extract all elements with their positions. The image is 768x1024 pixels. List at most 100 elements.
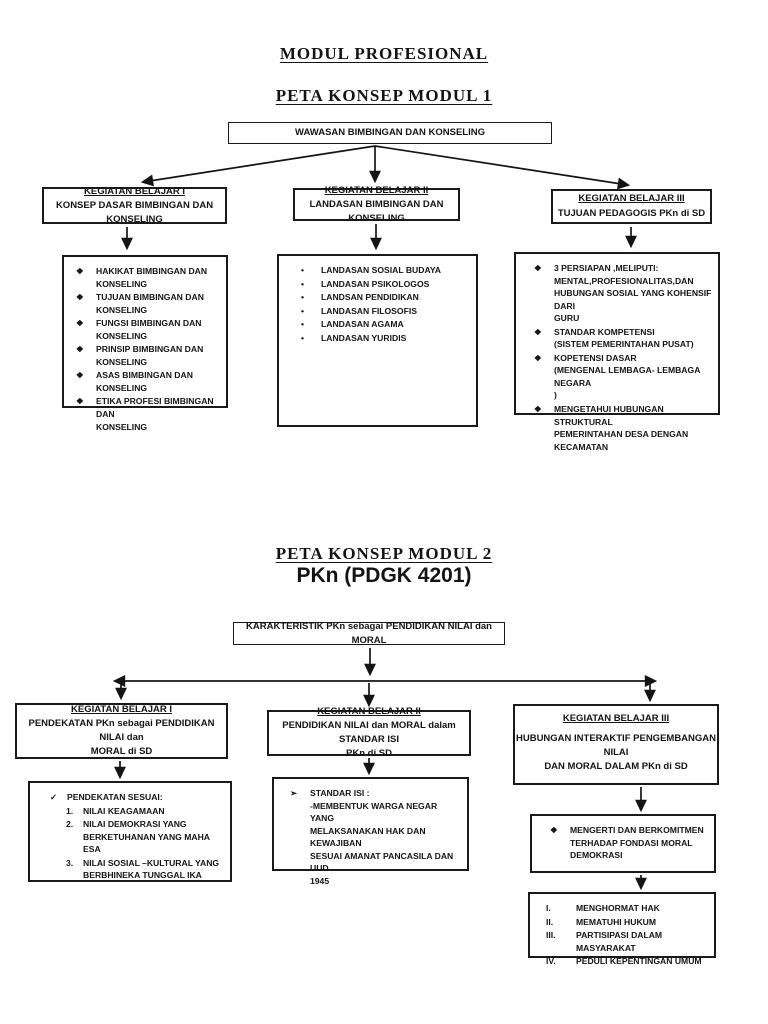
list-item: ❖ HAKIKAT BIMBINGAN DAN KONSELING	[76, 265, 221, 290]
list-item: I. MENGHORMAT HAK	[546, 902, 709, 915]
list-item-text: PRINSIP BIMBINGAN DAN KONSELING	[96, 344, 204, 367]
list-item-text: ETIKA PROFESI BIMBINGAN DAN KONSELING	[96, 396, 214, 432]
list-item: III.PARTISIPASI DALAM MASYARAKAT	[546, 929, 709, 954]
list-item: • LANDASAN AGAMA	[301, 318, 471, 331]
list-item: •LANDASAN SOSIAL BUDAYA	[301, 264, 471, 277]
module1-kb1-list: ❖ HAKIKAT BIMBINGAN DAN KONSELING ❖ TUJUAN …	[62, 255, 228, 432]
list-item-text: STANDAR ISI : -MEMBENTUK WARGA NEGAR YAN…	[310, 788, 454, 886]
module2-kb1-title: KEGIATAN BELAJAR I	[71, 704, 172, 716]
list-item: • LANDASAN YURIDIS	[301, 332, 471, 345]
module1-kb2-subtitle: LANDASAN BIMBINGAN DAN KONSELING	[309, 198, 444, 224]
list-item-marker: ➢	[290, 788, 298, 798]
module2-kb1-list: ✓ PENDEKATAN SESUAI: 1. NILAI KEAGAMAAN 2.NI…	[28, 781, 232, 882]
list-item-marker: •	[301, 292, 305, 303]
module1-subtitle-text: PETA KONSEP MODUL 1	[275, 86, 493, 105]
list-item-text: NILAI DEMOKRASI YANG BERKETUHANAN YANG M…	[83, 819, 211, 855]
list-item-marker: ❖	[76, 292, 84, 303]
list-item: ➢ STANDAR ISI : -MEMBENTUK WARGA NEGAR YA…	[290, 787, 462, 887]
module1-kb2-list: •LANDASAN SOSIAL BUDAYA•LANDASAN PSIKOLO…	[277, 254, 478, 427]
list-item: IV.PEDULI KEPENTINGAN UMUM	[546, 955, 709, 968]
list-item-text: TUJUAN BIMBINGAN DAN KONSELING	[96, 292, 204, 315]
list-item-text: MEMATUHI HUKUM	[576, 916, 657, 927]
module2-subtitle: PETA KONSEP MODUL 2	[0, 544, 768, 564]
list-item-text: ASAS BIMBINGAN DAN KONSELING	[96, 370, 193, 393]
list-item-text: NILAI KEAGAMAAN	[83, 805, 165, 816]
list-item-marker: ❖	[534, 263, 542, 273]
list-item: ❖ KOPETENSI DASAR (MENGENAL LEMBAGA- LEMB…	[534, 352, 713, 402]
list-item-marker: ❖	[76, 344, 84, 355]
module2-course-title: PKn (PDGK 4201)	[0, 564, 768, 588]
module1-title: MODUL PROFESIONAL	[0, 44, 768, 64]
list-item: ❖ TUJUAN BIMBINGAN DAN KONSELING	[76, 291, 221, 316]
list-item-marker: •	[301, 319, 305, 330]
list-item-marker: •	[301, 265, 305, 275]
list-item-text: LANDASAN PSIKOLOGOS	[321, 278, 430, 289]
module1-kb2-title: KEGIATAN BELAJAR II	[324, 184, 429, 196]
module1-title-text: MODUL PROFESIONAL	[279, 44, 489, 63]
list-item-marker: •	[301, 305, 305, 316]
module1-kb1-title: KEGIATAN BELAJAR I	[84, 185, 185, 197]
list-item-text: PEDULI KEPENTINGAN UMUM	[576, 956, 702, 967]
list-item-text: STANDAR KOMPETENSI (SISTEM PEMERINTAHAN …	[554, 326, 694, 350]
list-item: 3.NILAI SOSIAL –KULTURAL YANG BERBHINEKA…	[50, 857, 225, 882]
list-item: •LANDASAN FILOSOFIS	[301, 305, 471, 318]
list-item-text: FUNGSI BIMBINGAN DAN KONSELING	[96, 318, 202, 341]
module1-kb3-list: ❖ 3 PERSIAPAN ,MELIPUTI: MENTAL,PROFESION…	[514, 252, 720, 452]
list-item-text: PENDEKATAN SESUAI:	[67, 792, 163, 802]
list-item-marker: ❖	[76, 266, 84, 276]
list-item-text: KOPETENSI DASAR (MENGENAL LEMBAGA- LEMBA…	[554, 352, 701, 401]
list-item-marker: I.	[546, 903, 551, 913]
module2-kb1-box: KEGIATAN BELAJAR I PENDEKATAN PKn sebaga…	[15, 703, 228, 759]
module2-kb2-list: ➢ STANDAR ISI : -MEMBENTUK WARGA NEGAR YA…	[272, 777, 469, 886]
list-item-marker: ❖	[76, 318, 84, 329]
list-item-marker: ✓	[50, 792, 58, 802]
module1-root-box: WAWASAN BIMBINGAN DAN KONSELING	[228, 122, 552, 144]
list-item-marker: II.	[546, 916, 554, 927]
module2-kb3-subtitle: HUBUNGAN INTERAKTIF PENGEMBANGAN NILAI D…	[515, 733, 717, 772]
list-item: ❖ ETIKA PROFESI BIMBINGAN DAN KONSELING	[76, 395, 221, 433]
list-item-text: LANDASAN AGAMA	[321, 319, 404, 330]
list-item-text: LANDSAN PENDIDIKAN	[321, 292, 419, 303]
module2-kb2-subtitle: PENDIDIKAN NILAI dan MORAL dalam STANDAR…	[282, 720, 456, 760]
list-item-text: MENGETAHUI HUBUNGAN STRUKTURAL PEMERINTA…	[554, 404, 689, 452]
list-item: 1. NILAI KEAGAMAAN	[50, 805, 225, 818]
list-item-marker: III.	[546, 930, 556, 941]
module2-course-text: PKn (PDGK 4201)	[296, 564, 472, 587]
list-item-marker: ❖	[534, 352, 542, 363]
list-item-text: HAKIKAT BIMBINGAN DAN KONSELING	[96, 266, 208, 289]
list-item-text: 3 PERSIAPAN ,MELIPUTI: MENTAL,PROFESIONA…	[554, 263, 712, 324]
list-item: • LANDASAN PSIKOLOGOS	[301, 278, 471, 291]
module1-kb3-title: KEGIATAN BELAJAR III	[578, 193, 685, 205]
module2-kb3-box: KEGIATAN BELAJAR III HUBUNGAN INTERAKTIF…	[513, 704, 719, 785]
list-item-text: LANDASAN YURIDIS	[321, 332, 407, 343]
list-item-text: MENGHORMAT HAK	[576, 903, 660, 913]
list-item: ❖ 3 PERSIAPAN ,MELIPUTI: MENTAL,PROFESION…	[534, 262, 713, 325]
list-item-marker: ❖	[76, 370, 84, 381]
module1-subtitle: PETA KONSEP MODUL 1	[0, 86, 768, 106]
module2-kb2-box: KEGIATAN BELAJAR II PENDIDIKAN NILAI dan…	[267, 706, 471, 759]
module2-root-label: KARAKTERISTIK PKn sebagai PENDIDIKAN NIL…	[246, 620, 492, 646]
list-item-marker: •	[301, 332, 305, 343]
list-item-marker: ❖	[534, 404, 542, 415]
list-item-marker: ❖	[76, 396, 84, 407]
module2-kb1-subtitle: PENDEKATAN PKn sebagai PENDIDIKAN NILAI …	[28, 718, 215, 758]
module1-kb3-subtitle: TUJUAN PEDAGOGIS PKn di SD	[557, 207, 706, 219]
list-item: II. MEMATUHI HUKUM	[546, 916, 709, 929]
list-item-text: MENGERTI DAN BERKOMITMEN TERHADAP FONDAS…	[570, 825, 704, 861]
list-item: 2.NILAI DEMOKRASI YANG BERKETUHANAN YANG…	[50, 818, 225, 856]
list-item-marker: •	[301, 278, 305, 289]
list-item: ✓ PENDEKATAN SESUAI:	[50, 791, 225, 804]
list-item-marker: 1.	[66, 805, 74, 816]
module1-kb2-box: KEGIATAN BELAJAR II LANDASAN BIMBINGAN D…	[293, 185, 460, 224]
module2-commitment-box: ❖ MENGERTI DAN BERKOMITMEN TERHADAP FONDA…	[530, 814, 716, 873]
module2-values-box: I. MENGHORMAT HAK II. MEMATUHI HUKUM III.PAR…	[528, 892, 716, 966]
list-item: ❖ MENGETAHUI HUBUNGAN STRUKTURAL PEMERINT…	[534, 403, 713, 453]
module1-kb1-subtitle: KONSEP DASAR BIMBINGAN DAN KONSELING	[55, 199, 214, 225]
module2-kb3-title: KEGIATAN BELAJAR III	[562, 713, 670, 724]
list-item-marker: ❖	[550, 825, 558, 835]
list-item: ❖ PRINSIP BIMBINGAN DAN KONSELING	[76, 343, 221, 368]
list-item: ❖ MENGERTI DAN BERKOMITMEN TERHADAP FONDA…	[550, 824, 709, 862]
module2-subtitle-text: PETA KONSEP MODUL 2	[275, 544, 493, 563]
list-item: • LANDSAN PENDIDIKAN	[301, 291, 471, 304]
